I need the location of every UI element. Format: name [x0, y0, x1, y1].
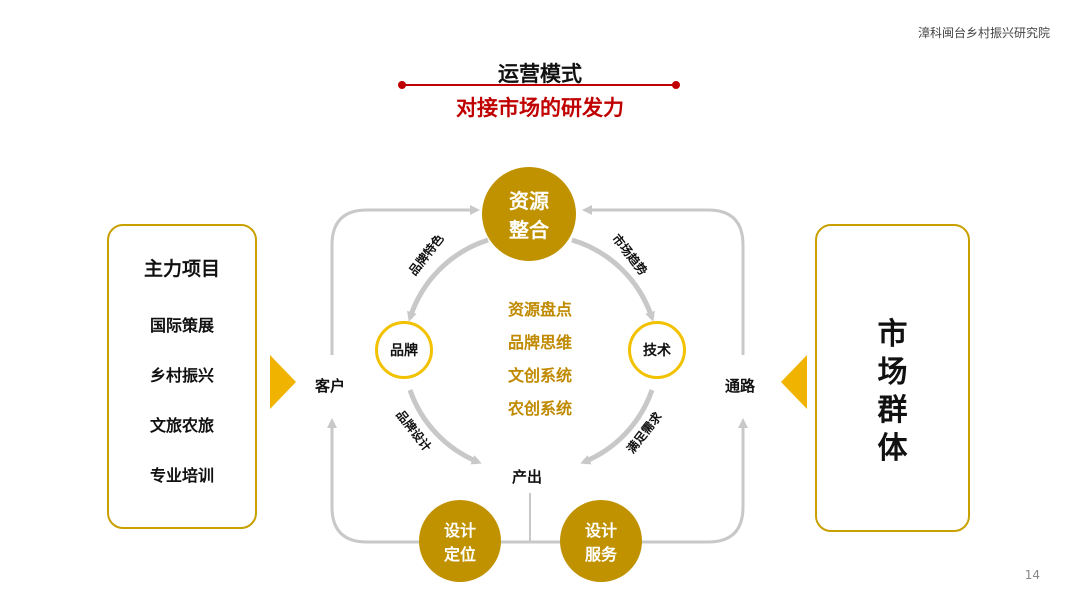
project-item: 乡村振兴	[149, 366, 214, 385]
project-item: 国际策展	[149, 316, 214, 335]
page-number: 14	[1024, 568, 1040, 582]
center-item: 品牌思维	[507, 333, 572, 352]
market-group-box: 市 场 群 体	[815, 224, 970, 532]
project-item: 文旅农旅	[149, 416, 214, 435]
page-title: 运营模式	[498, 62, 582, 86]
design-service-node: 设计 服务	[560, 500, 642, 582]
arrow-right-icon	[270, 355, 296, 409]
customer-label: 客户	[315, 373, 346, 398]
output-label: 产出	[512, 468, 543, 486]
design-positioning-node: 设计 定位	[419, 500, 501, 582]
project-item: 专业培训	[149, 466, 214, 485]
organization-name: 漳科闽台乡村振兴研究院	[917, 26, 1050, 40]
brand-node: 品牌	[375, 321, 433, 379]
arrow-left-icon	[781, 355, 807, 409]
main-projects-heading: 主力项目	[143, 258, 220, 280]
title-divider	[402, 84, 676, 86]
page-subtitle: 对接市场的研发力	[456, 96, 624, 120]
center-item: 资源盘点	[507, 300, 572, 319]
center-item: 农创系统	[507, 399, 572, 418]
center-item: 文创系统	[507, 366, 572, 385]
divider-dot-left	[398, 81, 406, 89]
channel-label: 通路	[725, 373, 756, 398]
main-projects-box: 主力项目 国际策展 乡村振兴 文旅农旅 专业培训	[107, 224, 257, 529]
technology-node: 技术	[628, 321, 686, 379]
resource-integration-node: 资源 整合	[482, 167, 576, 261]
divider-dot-right	[672, 81, 680, 89]
market-group-text: 市 场 群 体	[877, 317, 908, 466]
